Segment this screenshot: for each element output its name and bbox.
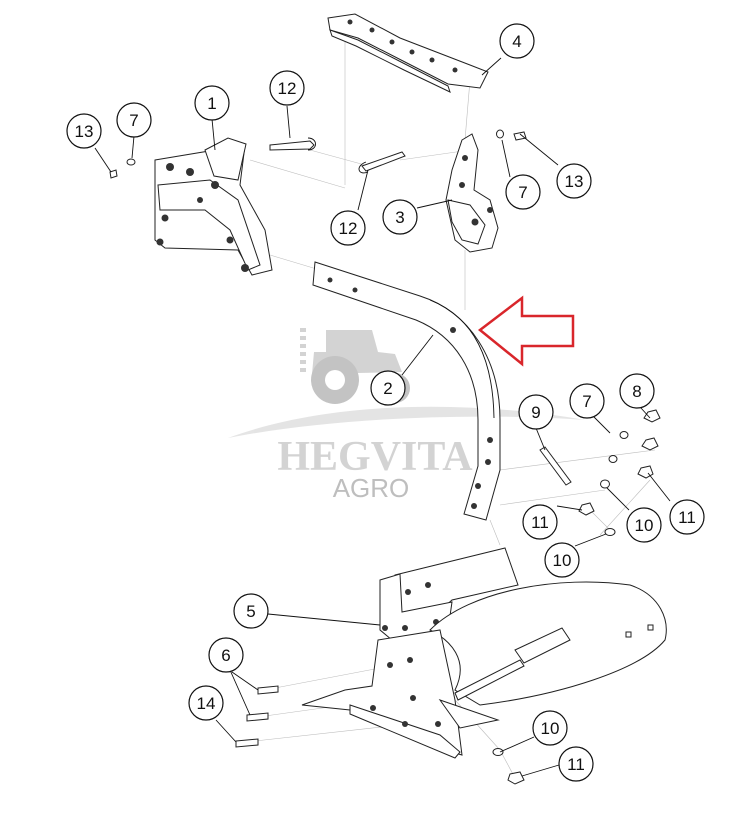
callout-6: 6 [208, 637, 244, 673]
callout-circle [188, 685, 224, 721]
part-12-pin-upper [269, 137, 316, 151]
callout-label: 12 [278, 79, 297, 98]
callout-label: 11 [531, 513, 549, 532]
hardware [109, 129, 661, 785]
callout-label: 11 [567, 755, 585, 774]
callout-circle [556, 163, 592, 199]
callout-circle [499, 23, 535, 59]
adjustment-rod [454, 627, 571, 701]
callout-circle [532, 710, 568, 746]
callout-label: 7 [129, 111, 138, 130]
callout-label: 5 [246, 602, 255, 621]
callout-circle [544, 542, 580, 578]
callout-7: 7 [569, 383, 605, 419]
callout-label: 1 [207, 94, 216, 113]
callout-1: 1 [194, 85, 230, 121]
callout-circle [626, 507, 662, 543]
part-2-curved-leg [312, 261, 501, 521]
callout-label: 8 [632, 382, 641, 401]
callout-label: 9 [531, 403, 540, 422]
part-3-clamp [445, 133, 499, 253]
highlight-arrow [477, 295, 575, 367]
callout-circle [669, 499, 705, 535]
callout-7: 7 [116, 102, 152, 138]
callout-7: 7 [505, 174, 541, 210]
callout-3: 3 [382, 199, 418, 235]
callout-label: 10 [553, 551, 572, 570]
callout-2: 2 [370, 370, 406, 406]
watermark-brand: HEGVITA [277, 434, 473, 480]
callout-circle [208, 637, 244, 673]
callout-11: 11 [522, 504, 558, 540]
callout-circle [66, 113, 102, 149]
callout-label: 13 [565, 172, 584, 191]
callout-label: 10 [635, 516, 654, 535]
callout-5: 5 [233, 593, 269, 629]
watermark-sub: AGRO [333, 473, 410, 503]
callout-label: 12 [339, 219, 358, 238]
callout-circle [233, 593, 269, 629]
red-arrow-icon [477, 295, 575, 367]
callout-10: 10 [544, 542, 580, 578]
callout-11: 11 [669, 499, 705, 535]
callout-label: 13 [75, 122, 94, 141]
part-12-pin-lower [358, 151, 406, 174]
callout-circle [116, 102, 152, 138]
callout-label: 2 [383, 379, 392, 398]
callout-circle [330, 210, 366, 246]
callout-label: 6 [221, 646, 230, 665]
callout-label: 7 [582, 392, 591, 411]
callout-circle [522, 504, 558, 540]
callout-label: 10 [541, 719, 560, 738]
callout-circle [382, 199, 418, 235]
lower-frog-plate [301, 629, 500, 759]
callout-circle [558, 746, 594, 782]
callout-label: 7 [518, 183, 527, 202]
callout-10: 10 [626, 507, 662, 543]
callout-circle [194, 85, 230, 121]
leader-lines [94, 57, 671, 777]
callout-circle [370, 370, 406, 406]
callout-14: 14 [188, 685, 224, 721]
callout-9: 9 [518, 394, 554, 430]
callout-13: 13 [66, 113, 102, 149]
callout-11: 11 [558, 746, 594, 782]
callout-13: 13 [556, 163, 592, 199]
callout-label: 11 [678, 508, 696, 527]
callout-label: 14 [197, 694, 216, 713]
callout-12: 12 [330, 210, 366, 246]
callout-8: 8 [619, 373, 655, 409]
callout-label: 3 [395, 208, 404, 227]
callout-circle [518, 394, 554, 430]
callout-circle [569, 383, 605, 419]
callout-10: 10 [532, 710, 568, 746]
callout-circle [619, 373, 655, 409]
part-1-mount-bracket [154, 137, 273, 276]
callout-4: 4 [499, 23, 535, 59]
callout-12: 12 [269, 70, 305, 106]
callout-circle [505, 174, 541, 210]
callout-label: 4 [512, 32, 521, 51]
part-4-top-bar [327, 13, 489, 93]
callout-circle [269, 70, 305, 106]
